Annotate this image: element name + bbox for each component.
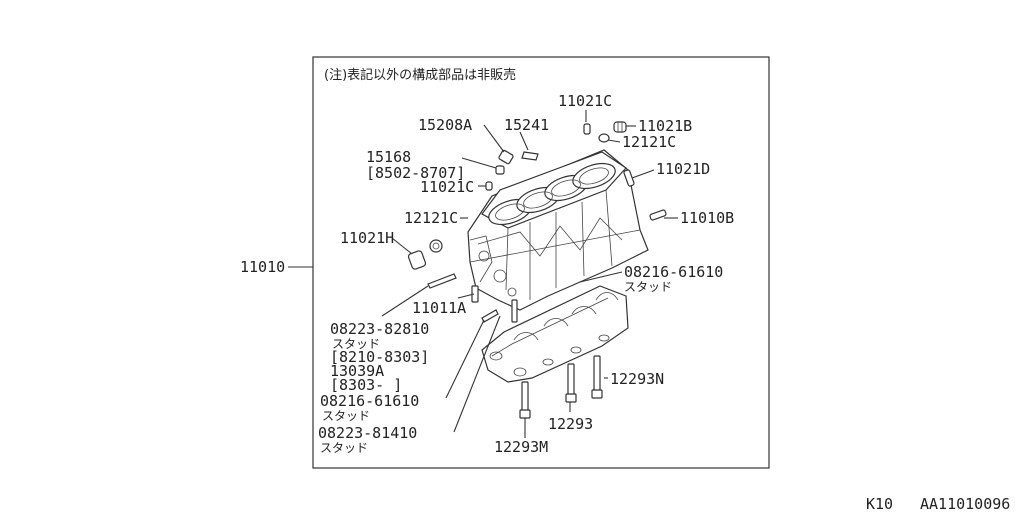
label-11021c-mid: 11021C xyxy=(420,178,474,196)
label-08223-81410: 08223-81410 xyxy=(318,424,417,442)
label-11010: 11010 xyxy=(240,258,285,276)
label-11021h: 11021H xyxy=(340,229,394,247)
label-range-8210-8303: [8210-8303] xyxy=(330,348,429,366)
label-12293m: 12293M xyxy=(494,438,548,456)
label-stud-3: スタッド xyxy=(320,441,368,455)
label-15208a: 15208A xyxy=(418,116,472,134)
label-08223-82810: 08223-82810 xyxy=(330,320,429,338)
label-12121c-top: 12121C xyxy=(622,133,676,151)
label-stud-1: スタッド xyxy=(332,337,380,351)
label-15241: 15241 xyxy=(504,116,549,134)
label-stud-2: スタッド xyxy=(322,409,370,423)
leader-lines xyxy=(288,110,678,438)
label-11021b: 11021B xyxy=(638,117,692,135)
label-12293: 12293 xyxy=(548,415,593,433)
label-08216-61610-top: 08216-61610 xyxy=(624,263,723,281)
label-12293n: 12293N xyxy=(610,370,664,388)
diagram-frame xyxy=(312,56,770,469)
label-11021c-top: 11021C xyxy=(558,92,612,110)
label-13039a: 13039A xyxy=(330,362,384,380)
label-11011a: 11011A xyxy=(412,299,466,317)
footer-code: AA11010096 xyxy=(920,495,1010,512)
label-range-8303: [8303- ] xyxy=(330,376,402,394)
label-11010b: 11010B xyxy=(680,209,734,227)
label-stud-top: スタッド xyxy=(624,280,672,294)
label-11021d: 11021D xyxy=(656,160,710,178)
note-text: (注)表記以外の構成部品は非販売 xyxy=(324,67,516,83)
label-15168: 15168 xyxy=(366,148,411,166)
cylinder-block-illustration xyxy=(467,149,649,311)
small-parts xyxy=(407,121,667,419)
label-12121c-left: 12121C xyxy=(404,209,458,227)
footer-model: K10 xyxy=(866,495,893,512)
label-08216-61610-bot: 08216-61610 xyxy=(320,392,419,410)
label-15168-range: [8502-8707] xyxy=(366,164,465,182)
bearing-cap-illustration xyxy=(481,285,629,383)
